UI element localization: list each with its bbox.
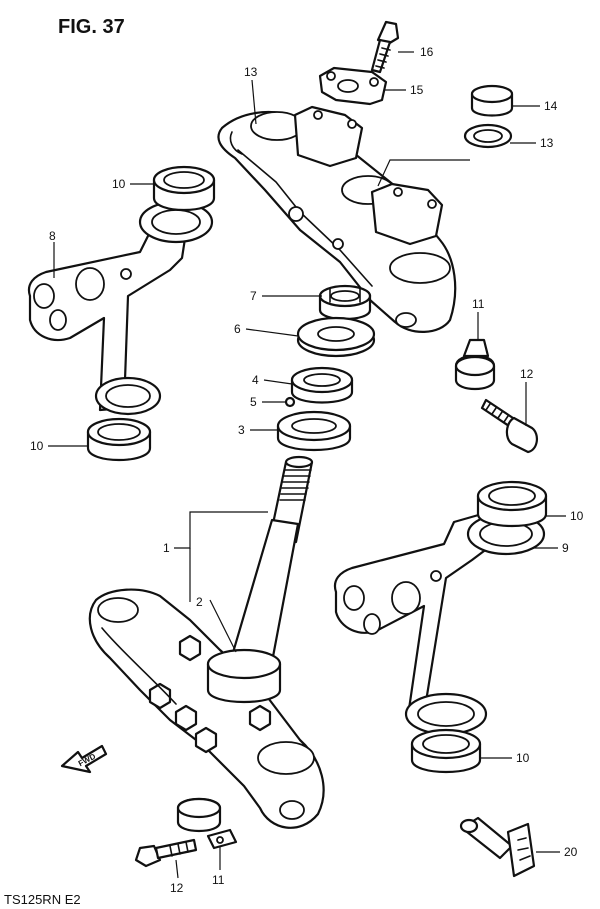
stem-nut: [318, 284, 372, 320]
callout-10-lower-right: 10: [516, 751, 530, 765]
callout-1: 1: [163, 541, 170, 555]
callout-14: 11: [472, 297, 485, 311]
clamp: [176, 797, 238, 850]
callout-17: 14: [544, 99, 558, 113]
callout-2: 2: [196, 595, 203, 609]
washer: [463, 123, 513, 149]
callout-10-lower-left: 10: [30, 439, 44, 453]
fwd-arrow-icon: FWD: [60, 744, 108, 774]
figure-title: FIG. 37: [58, 16, 125, 38]
upper-bracket: [217, 105, 457, 333]
callout-18: 15: [410, 83, 424, 97]
lower-bearing-race: [276, 410, 352, 452]
callout-16: 13: [540, 136, 554, 150]
callout-13: 13: [244, 65, 258, 79]
callout-7: 7: [250, 289, 257, 303]
upper-bracket-bolt: [480, 398, 538, 454]
callout-10-upper-left: 10: [112, 177, 126, 191]
fork-cushion-lower-right: [410, 728, 482, 774]
callout-8: 8: [49, 229, 56, 243]
callout-10-upper-right: 10: [570, 509, 584, 523]
fork-cushion-upper-left: [152, 165, 216, 212]
holder-bolt: [370, 20, 400, 74]
leader-lines: [48, 51, 566, 879]
upper-bearing-race: [290, 366, 354, 404]
callout-labels: 16 15 13 14 13 10 8 7 11 6 12 4 5 3 10 1…: [30, 45, 584, 895]
handlebar-holder: [318, 66, 388, 106]
callout-15: 12: [520, 367, 534, 381]
clamp-bolt: [134, 838, 198, 868]
callout-12: 12: [170, 881, 184, 895]
cap: [470, 84, 514, 117]
callout-5: 5: [250, 395, 257, 409]
callout-11: 11: [212, 873, 225, 887]
fork-cushion-upper-right: [476, 480, 548, 528]
callout-9: 9: [562, 541, 569, 555]
fork-cushion-lower-left: [86, 417, 152, 462]
model-code: TS125RN E2: [4, 892, 81, 907]
callout-6: 6: [234, 322, 241, 336]
steel-ball: [284, 396, 296, 408]
callout-4: 4: [252, 373, 259, 387]
callout-19: 16: [420, 45, 434, 59]
left-headlamp-bracket: [27, 200, 214, 416]
callout-20: 20: [564, 845, 578, 859]
stem-cover: [296, 316, 376, 358]
callout-3: 3: [238, 423, 245, 437]
steering-lock: [459, 816, 536, 878]
steering-stem: [88, 455, 325, 829]
right-headlamp-bracket: [333, 512, 546, 736]
stem-head-nut: [454, 338, 496, 391]
